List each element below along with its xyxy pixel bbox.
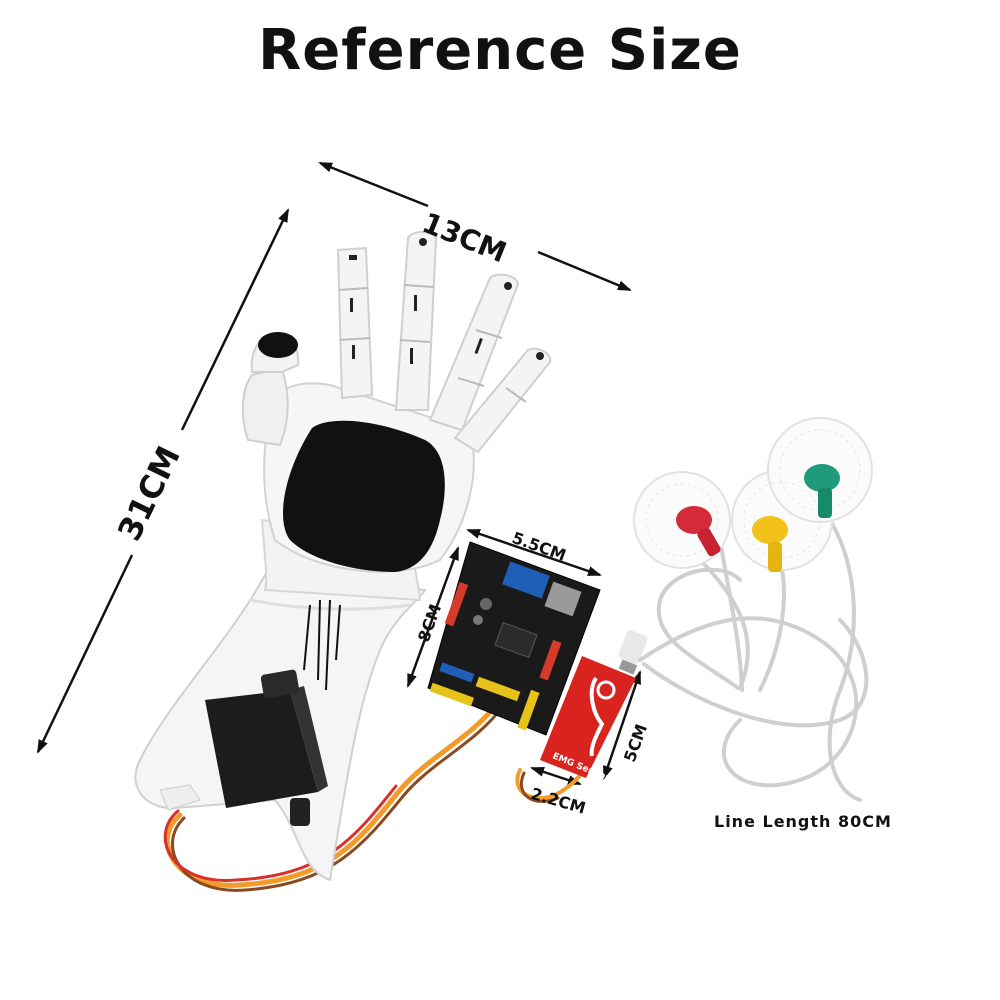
finger-middle xyxy=(394,231,438,411)
length-arrow-top xyxy=(180,208,290,431)
dimension-lines xyxy=(36,161,642,786)
page-title: Reference Size xyxy=(258,18,742,83)
controller-board xyxy=(427,541,601,736)
electrode-green xyxy=(804,464,840,518)
ecg-electrodes xyxy=(633,417,873,572)
line-length-label: Line Length 80CM xyxy=(714,812,892,831)
electrode-red xyxy=(676,506,721,557)
thumb xyxy=(241,332,300,447)
width-arrow-left xyxy=(318,161,429,208)
finger-ring xyxy=(428,273,520,432)
electrode-cable xyxy=(638,518,869,802)
electrode-yellow xyxy=(752,516,788,572)
board-height-arrow xyxy=(406,546,460,688)
servo-motor xyxy=(159,669,328,826)
palm-pad xyxy=(283,420,445,572)
board-width-arrow xyxy=(466,528,602,577)
robotic-hand xyxy=(134,231,552,882)
sensor-height-arrow xyxy=(602,670,642,780)
finger-index xyxy=(336,246,374,400)
width-arrow-right xyxy=(537,250,632,292)
length-arrow-bottom xyxy=(36,554,134,754)
finger-pinky xyxy=(453,347,552,454)
